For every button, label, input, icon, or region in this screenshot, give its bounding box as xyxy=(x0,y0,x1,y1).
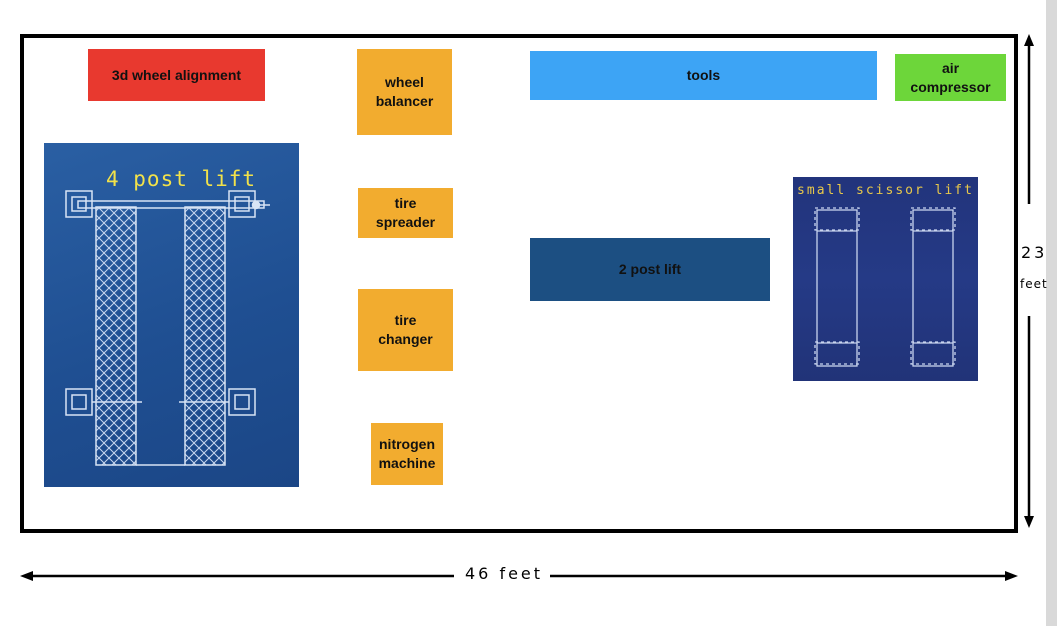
four-post-lift-drawing xyxy=(65,190,270,466)
small-scissor-lift-drawing xyxy=(814,207,956,367)
garage-floor-outline xyxy=(20,34,1018,533)
nitrogen-machine-box: nitrogen machine xyxy=(371,423,443,485)
nitrogen-machine-label: nitrogen machine xyxy=(378,436,436,471)
wheel-alignment-label: 3d wheel alignment xyxy=(111,66,242,83)
two-post-lift-label: 2 post lift xyxy=(618,261,682,277)
air-compressor-box: air compressor xyxy=(895,54,1006,101)
wheel-balancer-label: wheel balancer xyxy=(375,74,434,109)
tire-changer-box: tire changer xyxy=(358,289,453,371)
width-dimension-label: 46 feet xyxy=(465,564,544,583)
tools-label: tools xyxy=(686,67,721,83)
tools-box: tools xyxy=(530,51,877,100)
height-dimension-value: 23 xyxy=(1021,243,1048,262)
height-dimension-unit: feet xyxy=(1020,277,1048,291)
wheel-alignment-box: 3d wheel alignment xyxy=(88,49,265,101)
tire-spreader-box: tire spreader xyxy=(358,188,453,238)
wheel-balancer-box: wheel balancer xyxy=(357,49,452,135)
air-compressor-label: air compressor xyxy=(910,59,991,95)
small-scissor-lift-image: small scissor lift xyxy=(793,177,978,381)
small-scissor-lift-title: small scissor lift xyxy=(797,183,974,198)
tire-spreader-label: tire spreader xyxy=(375,195,436,230)
two-post-lift-box: 2 post lift xyxy=(530,238,770,301)
four-post-lift-image: 4 post lift xyxy=(44,143,299,487)
page-edge-strip xyxy=(1046,0,1057,626)
four-post-lift-title: 4 post lift xyxy=(106,167,257,191)
tire-changer-label: tire changer xyxy=(378,312,433,347)
